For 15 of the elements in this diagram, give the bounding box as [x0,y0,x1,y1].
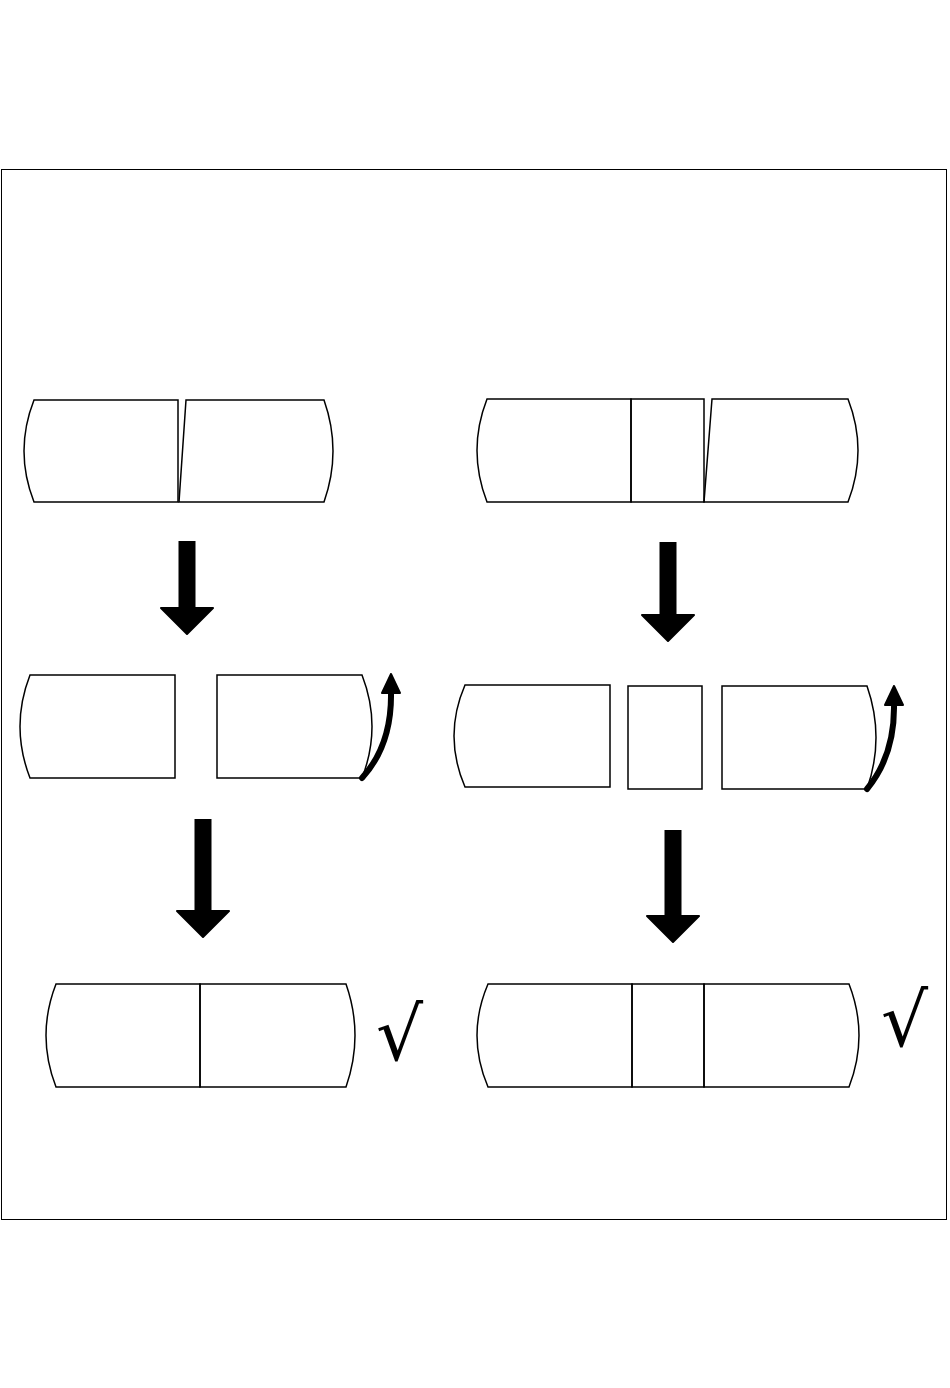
down-arrow [160,541,214,635]
assembly-shape [476,398,859,503]
assembly-shape [476,983,860,1088]
piece-shape [19,674,176,779]
piece-shape [627,685,703,790]
piece-shape [216,674,373,779]
assembly-shape [23,399,334,503]
down-arrow [646,830,700,943]
check-mark: √ [881,983,929,1057]
down-arrow [176,819,230,938]
down-arrow [641,542,695,642]
assembly-shape [45,983,356,1088]
piece-shape [453,684,611,788]
piece-shape [721,685,877,790]
check-mark: √ [376,997,424,1071]
